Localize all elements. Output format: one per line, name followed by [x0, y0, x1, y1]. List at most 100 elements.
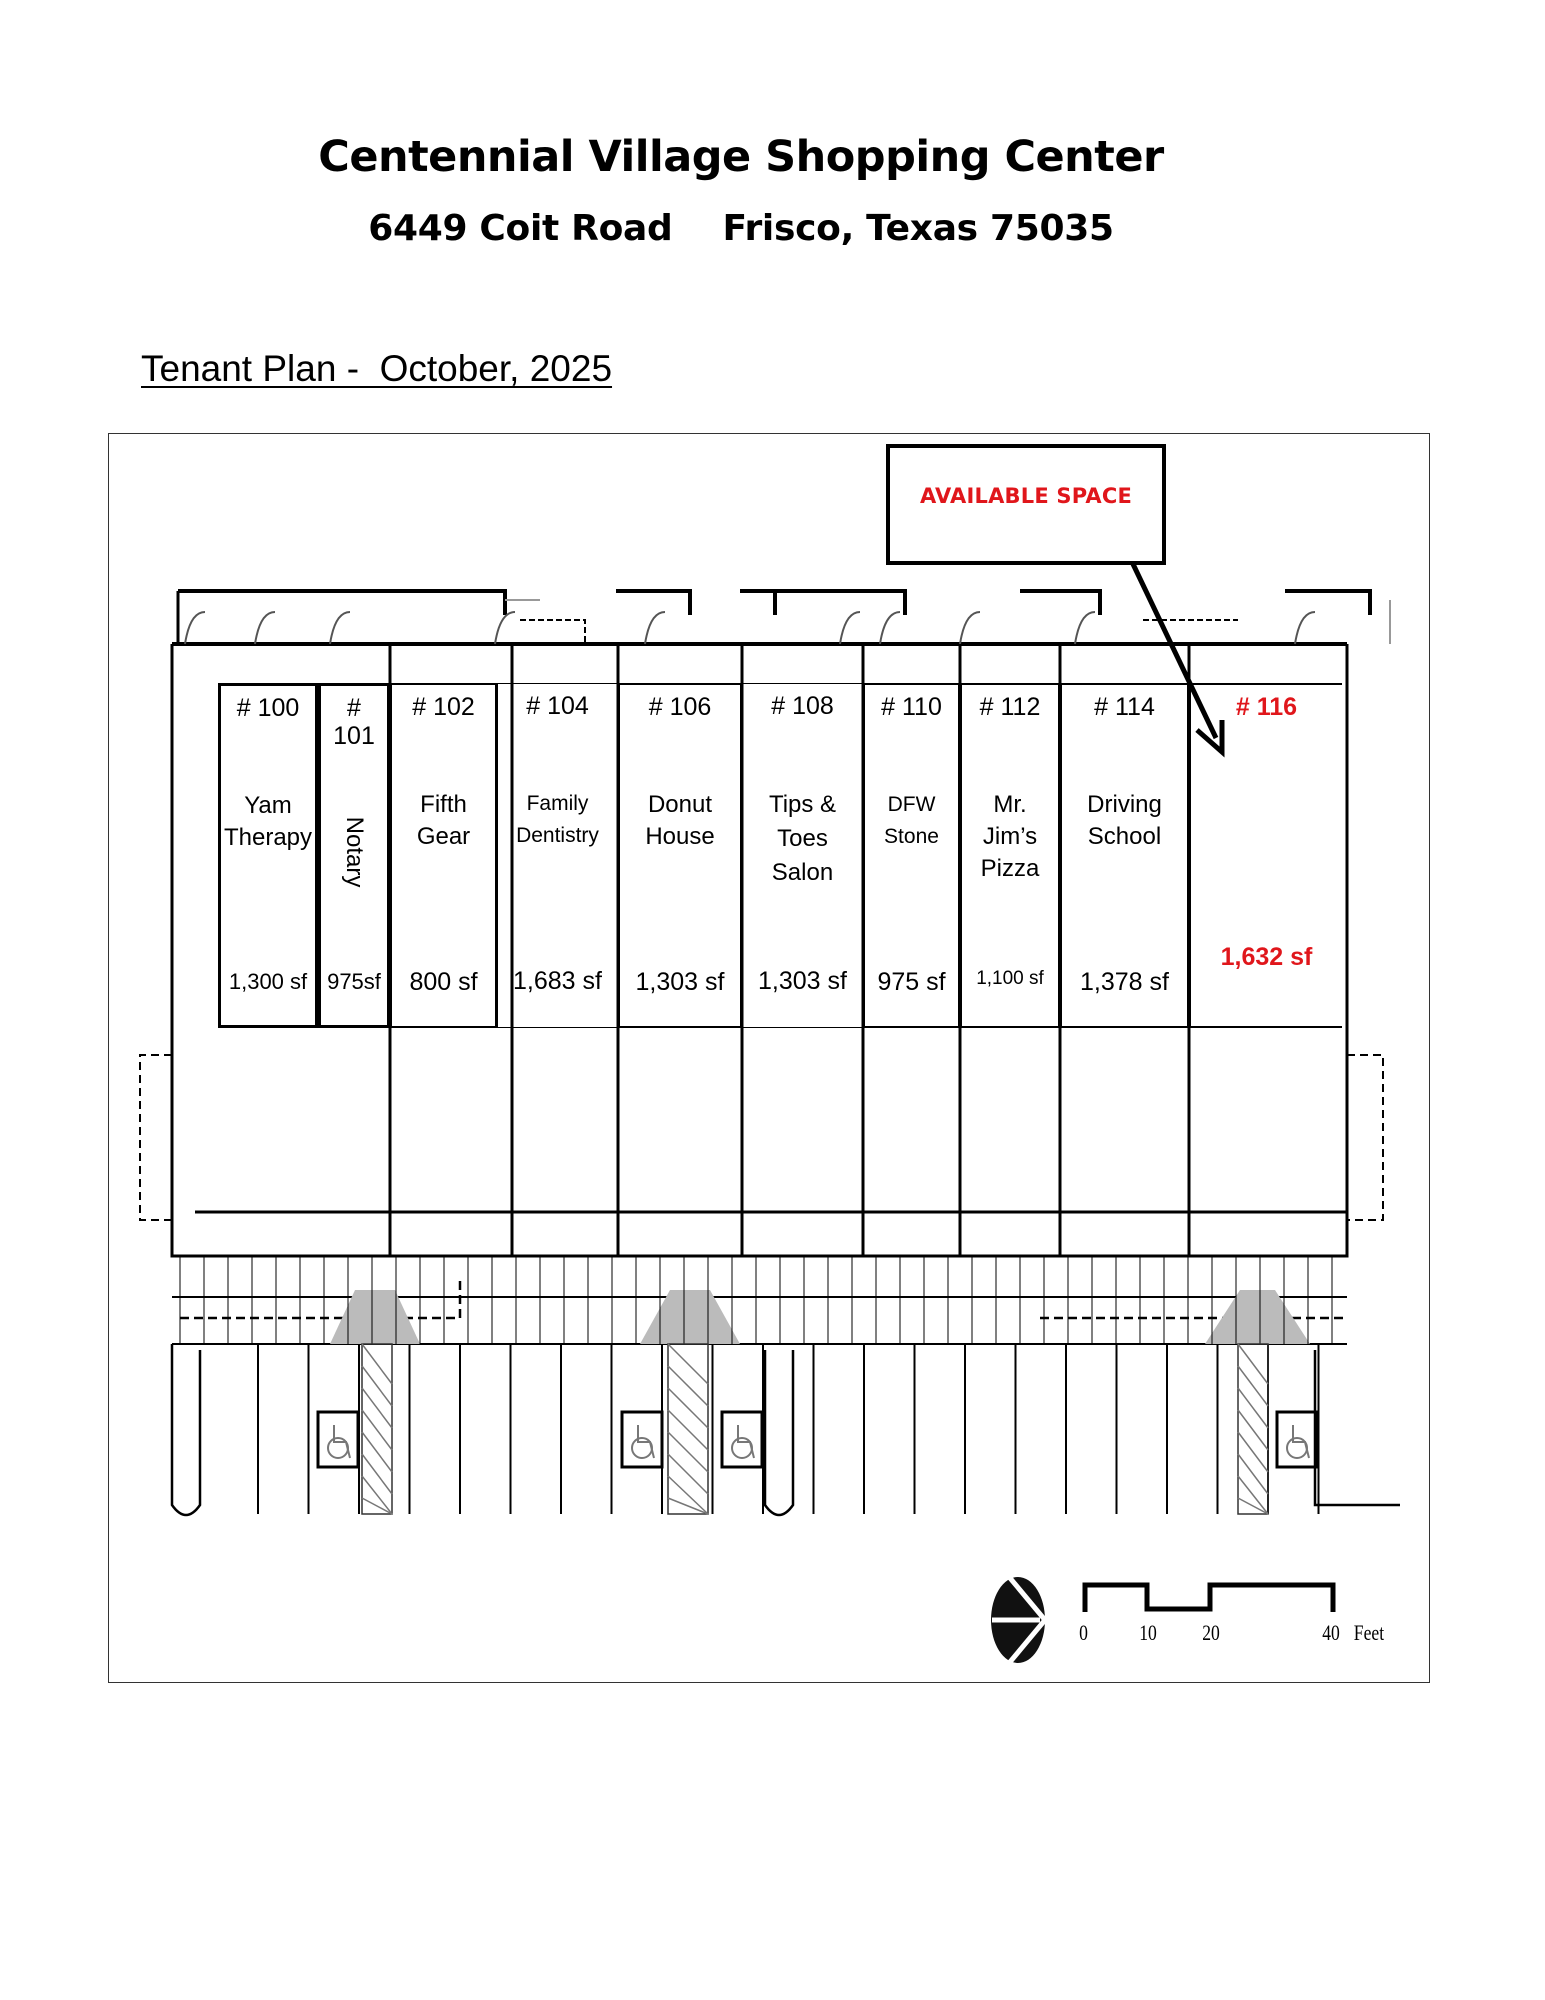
unit-number: # 100: [236, 694, 300, 722]
tenant-name-line: Fifth: [420, 791, 467, 818]
hatch-line: [1237, 1365, 1269, 1407]
hatch-line: [667, 1475, 709, 1515]
site-plan-frame: [108, 433, 1430, 1683]
hatch-line: [667, 1343, 709, 1385]
tenant-name-line: House: [645, 823, 715, 850]
hatch-line: [667, 1365, 709, 1407]
tenant-name-line: Pizza: [980, 855, 1040, 882]
tenant-name-line: Salon: [771, 859, 834, 886]
unit-number: # 110: [881, 693, 942, 721]
hatch-line: [1237, 1431, 1269, 1473]
hatch-line: [1237, 1409, 1269, 1451]
tenant-name-line: Tips &: [768, 791, 837, 818]
scale-unit: Feet: [1353, 1620, 1385, 1645]
hatch-line: [1237, 1343, 1269, 1385]
unit-square-feet: 1,303 sf: [635, 968, 725, 996]
hatch-line: [1237, 1497, 1269, 1515]
unit-number: # 101: [333, 694, 375, 750]
accessible-parking-icon: [1275, 1410, 1319, 1469]
north-arrow-icon: [991, 1576, 1049, 1664]
tenant-name-line: Gear: [416, 823, 471, 850]
tenant-name-line: DFW: [887, 793, 936, 816]
tenant-name-line: Mr.: [993, 791, 1027, 818]
unit-square-feet: 1,683 sf: [513, 967, 602, 995]
tenant-name-line: Jim’s: [982, 823, 1038, 850]
tenant-name-line: Family: [526, 792, 589, 815]
scale-tick-10: 10: [1139, 1620, 1157, 1645]
hatch-line: [1237, 1475, 1269, 1515]
scale-tick-0: 0: [1079, 1620, 1088, 1645]
address-line: 6449 Coit Road Frisco, Texas 75035: [0, 208, 1482, 249]
hatch-line: [1237, 1453, 1269, 1495]
hatch-line: [361, 1387, 393, 1429]
unit-number: # 116: [1235, 693, 1298, 721]
access-aisle: [1237, 1343, 1269, 1515]
hatch-line: [1237, 1387, 1269, 1429]
unit-number: # 114: [1094, 693, 1155, 721]
tenant-name-line: Stone: [884, 825, 939, 848]
unit-number: # 108: [771, 692, 834, 720]
hatch-line: [361, 1431, 393, 1473]
scale-tick-40: 40: [1322, 1620, 1340, 1645]
tenant-name-line: School: [1087, 823, 1162, 850]
unit-square-feet: 1,303 sf: [758, 967, 847, 995]
hatch-line: [667, 1431, 709, 1473]
hatch-line: [361, 1475, 393, 1515]
tenant-name-line: Donut: [647, 791, 713, 818]
tenant-unit: # 116 1,632 sf: [1189, 683, 1342, 1028]
access-aisle: [667, 1343, 709, 1515]
accessible-parking-icon: [720, 1410, 764, 1469]
hatch-line: [667, 1409, 709, 1451]
tenant-name-line: Therapy: [223, 824, 313, 851]
callout-arrow: [1130, 562, 1225, 758]
plan-subtitle: Tenant Plan - October, 2025: [141, 348, 613, 389]
hatch-line: [667, 1453, 709, 1495]
unit-number: # 104: [526, 692, 589, 720]
hatch-line: [361, 1343, 393, 1385]
tenant-name-line: Driving: [1087, 791, 1162, 818]
hatch-line: [667, 1497, 709, 1515]
tenant-name-line: Yam: [244, 792, 292, 819]
tenant-name: DFW Stone: [865, 789, 958, 853]
tenant-name-line: Dentistry: [516, 824, 599, 847]
tenant-name-line: Toes: [777, 825, 828, 852]
unit-number: # 106: [648, 693, 712, 721]
unit-square-feet: 1,300 sf: [228, 969, 308, 994]
city-state-zip: Frisco, Texas 75035: [722, 208, 1114, 249]
unit-square-feet: 1,632 sf: [1220, 943, 1313, 971]
unit-square-feet: 1,378 sf: [1080, 968, 1169, 996]
tenant-name-line: Notary: [341, 816, 368, 888]
unit-number: # 112: [979, 693, 1041, 721]
hatch-line: [361, 1365, 393, 1407]
accessible-parking-icon: [620, 1410, 664, 1469]
tenant-name: Notary: [338, 799, 370, 905]
hatch-line: [667, 1387, 709, 1429]
accessible-parking-icon: [316, 1410, 360, 1469]
unit-square-feet: 975sf: [327, 969, 381, 994]
unit-square-feet: 800 sf: [409, 968, 478, 996]
available-space-callout: AVAILABLE SPACE: [886, 444, 1166, 565]
street-address: 6449 Coit Road: [368, 208, 673, 249]
unit-number: # 102: [412, 693, 475, 721]
access-aisle: [361, 1343, 393, 1515]
scale-tick-20: 20: [1202, 1620, 1220, 1645]
unit-square-feet: 1,100 sf: [976, 968, 1044, 989]
available-space-label: AVAILABLE SPACE: [920, 483, 1132, 508]
hatch-line: [361, 1453, 393, 1495]
